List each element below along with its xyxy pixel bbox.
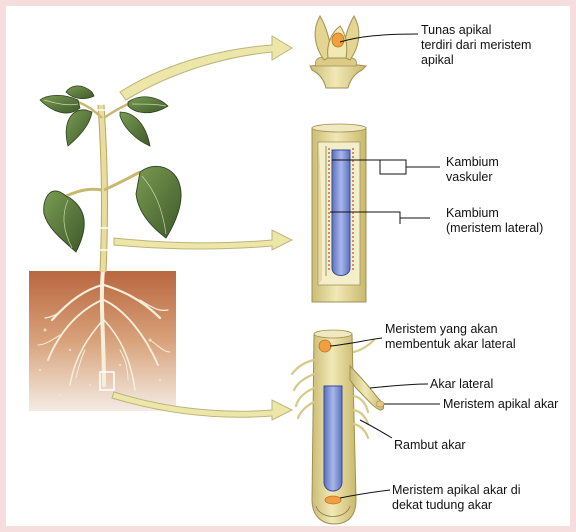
arrow-to-stem-section xyxy=(114,230,292,250)
leaf-mid-left xyxy=(66,110,92,146)
pointer-rambut-akar xyxy=(360,420,392,438)
lateral-root-meristem xyxy=(319,340,331,352)
leaf-top-right xyxy=(128,97,168,113)
label-tunas-apikal-line-1: Tunas apikal xyxy=(421,23,531,38)
label-kambium-vaskuler-line-2: vaskuler xyxy=(446,170,499,185)
root-tip-meristem xyxy=(325,496,341,504)
label-meristem-akar-lateral-line-2: membentuk akar lateral xyxy=(385,337,516,352)
pointer-akar-lateral xyxy=(370,384,428,388)
label-meristem-tudung-line-2: dekat tudung akar xyxy=(392,498,521,513)
label-tunas-apikal-line-3: apikal xyxy=(421,53,531,68)
leaf-mid-right xyxy=(120,112,150,146)
leaf-top-left xyxy=(66,86,94,99)
apical-meristem xyxy=(332,33,344,47)
label-meristem-tudung-line-1: Meristem apikal akar di xyxy=(392,483,521,498)
arrow-to-apical-bud xyxy=(120,36,292,100)
label-rambut-akar: Rambut akar xyxy=(394,438,466,453)
label-meristem-akar-lateral: Meristem yang akan membentuk akar latera… xyxy=(385,322,516,352)
label-kambium-lateral: Kambium (meristem lateral) xyxy=(446,206,543,236)
label-tunas-apikal: Tunas apikal terdiri dari meristem apika… xyxy=(421,23,531,68)
label-meristem-akar-lateral-line-1: Meristem yang akan xyxy=(385,322,516,337)
label-akar-lateral: Akar lateral xyxy=(430,377,493,392)
apical-bud-detail xyxy=(310,16,366,88)
label-tunas-apikal-line-2: terdiri dari meristem xyxy=(421,38,531,53)
plant-leaves xyxy=(40,86,181,252)
label-meristem-apikal-akar: Meristem apikal akar xyxy=(443,397,558,412)
label-kambium-vaskuler: Kambium vaskuler xyxy=(446,155,499,185)
root-tip-detail xyxy=(292,330,384,524)
stem-section-detail xyxy=(312,124,366,302)
label-kambium-vaskuler-line-1: Kambium xyxy=(446,155,499,170)
label-kambium-lateral-line-1: Kambium xyxy=(446,206,543,221)
label-meristem-tudung: Meristem apikal akar di dekat tudung aka… xyxy=(392,483,521,513)
label-kambium-lateral-line-2: (meristem lateral) xyxy=(446,221,543,236)
